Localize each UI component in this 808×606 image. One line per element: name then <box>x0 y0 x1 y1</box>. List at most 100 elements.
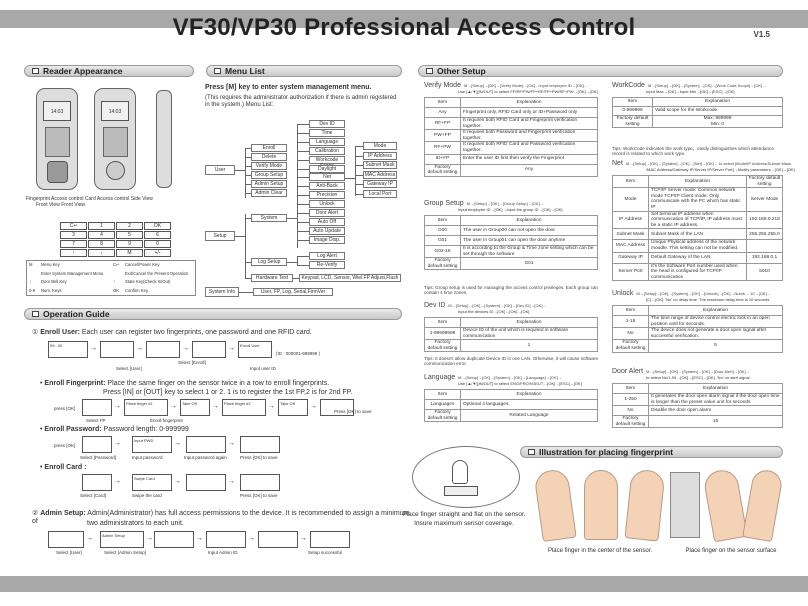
tree-connector <box>297 168 309 170</box>
tree-connector <box>245 148 251 149</box>
menu-system-item[interactable]: Unlock <box>309 200 345 209</box>
section-label-text: Verify Mode <box>424 82 461 89</box>
table-header: Explanation <box>648 383 783 394</box>
tree-connector <box>297 204 309 206</box>
caption-center: Place finger in the center of the sensor… <box>547 548 653 554</box>
menu-net-item[interactable]: Gateway IP <box>363 180 397 189</box>
table-cell: Mode <box>612 187 649 212</box>
lcd-screen: Take Off <box>278 399 308 416</box>
menu-user-item[interactable]: Group Setup <box>251 171 287 179</box>
finger-illustrations <box>528 466 784 546</box>
table-cell: Max: 999999 Min: 0 <box>652 114 783 129</box>
keypad-key: 9 <box>116 240 143 248</box>
lcd-screen <box>240 474 280 491</box>
menu-net-item[interactable]: Subnet Mask <box>363 161 397 170</box>
tree-connector <box>297 132 309 134</box>
menu-system-item[interactable]: Anti-Back <box>309 182 345 191</box>
device-screen: 14:03 <box>43 101 71 121</box>
menu-user-item[interactable]: Admin Setup <box>251 180 287 188</box>
section-label-text: Language <box>424 374 456 381</box>
flow-caption: Select [Password] <box>80 455 117 460</box>
table-header: Explanation <box>460 97 598 108</box>
menu-net-item[interactable]: Mode <box>363 142 397 150</box>
lcd-text: Swipe Card <box>134 476 155 481</box>
menu-user-item[interactable]: Admin Clear <box>251 189 287 197</box>
section-path: M→[Setup]→[OK]→[System]→[OK]→[Net]→[OK]→… <box>625 161 792 166</box>
keypad-area <box>103 127 128 157</box>
legend-cell: Enter System Management Menu <box>41 270 104 276</box>
table-header: Explanation <box>460 215 598 226</box>
section-icon <box>426 68 433 74</box>
legend-cell: Exit/Cancel the Present Operation <box>125 270 189 276</box>
table-cell: Factory default setting <box>424 408 461 423</box>
card-reader-area <box>106 161 125 180</box>
menu-system-item[interactable]: Door Alert <box>309 209 345 217</box>
section-path-2: [C]→[OK]. 'No' no delay time. The maximu… <box>646 297 771 302</box>
menu-system-item[interactable]: Auto Update <box>309 226 345 235</box>
tree-connector <box>355 184 363 186</box>
table-cell: Default Gateway of the LAN <box>648 251 747 264</box>
table-cell: No <box>612 405 649 417</box>
section-label-text: Net <box>612 160 623 167</box>
table-cell: 0-999999 <box>612 106 653 116</box>
flow-caption: (ID : 000001-999999 ) <box>276 351 321 356</box>
menu-net-item[interactable]: Local Port <box>363 190 397 198</box>
menu-user-item[interactable]: Verify Mode <box>251 162 287 170</box>
flow-caption: Press [OK] to save <box>240 493 278 498</box>
tree-connector <box>245 148 246 198</box>
menu-system-item[interactable]: Daylight Saving <box>309 164 345 178</box>
tree-connector <box>245 214 246 278</box>
menu-user-item[interactable]: Enroll <box>251 144 287 152</box>
menu-system[interactable]: System <box>251 214 287 222</box>
keypad-key: 1 <box>88 222 115 230</box>
menu-system-item[interactable]: Net <box>309 173 345 182</box>
menu-hardware-test[interactable]: Hardware Test <box>251 274 293 282</box>
tree-connector <box>239 292 253 293</box>
menu-net-item[interactable]: IP Address <box>363 151 397 160</box>
menu-log-item[interactable]: Log Alert <box>309 252 345 260</box>
flow-arrow-icon: → <box>268 403 275 410</box>
tree-connector <box>297 221 309 223</box>
table-cell: It requires both RFID Card and Password … <box>460 141 598 155</box>
table-cell: Fingerprint only, RFID Card only or ID+P… <box>460 107 598 118</box>
menu-system-item[interactable]: Workcode Scope <box>309 155 345 169</box>
table-header: Item <box>424 97 461 108</box>
menu-net-item[interactable]: MAC Address <box>363 170 397 179</box>
lcd-screen <box>310 531 350 548</box>
menu-log-item[interactable]: Re-Verify <box>309 261 345 269</box>
section-header-other: Other Setup <box>418 65 783 77</box>
menu-system-item[interactable]: Precision <box>309 191 345 200</box>
section-path: M→[Setup]→[OK]→[Group Setup]→[OK]→ <box>466 201 544 206</box>
keypad-key: 6 <box>144 231 171 239</box>
lcd-text: Take Off <box>182 401 197 406</box>
menu-user-item[interactable]: Delete <box>251 153 287 161</box>
tree-connector <box>245 218 251 219</box>
menu-system-item[interactable]: Language <box>309 137 345 146</box>
flow-arrow-icon: → <box>182 345 189 352</box>
tree-connector <box>355 165 363 167</box>
flow-caption: Input password <box>132 455 163 460</box>
table-cell: 5010 <box>746 262 783 282</box>
menu-system-info[interactable]: System Info <box>205 287 239 297</box>
flow-arrow-icon: → <box>228 345 235 352</box>
menu-system-item[interactable]: Image Disp. <box>309 235 345 244</box>
device-screen: 14:03 <box>101 101 129 121</box>
finger-4-icon <box>702 467 748 543</box>
menu-system-item[interactable]: Auto Off <box>309 217 345 226</box>
menu-setup[interactable]: Setup <box>205 231 235 241</box>
menu-log-setup[interactable]: Log Setup <box>251 258 287 266</box>
table-cell: The time range of device control electri… <box>648 314 783 329</box>
legend-cell: State Key(Check In/Out) <box>125 279 171 284</box>
table-cell: G02-16 <box>424 244 461 259</box>
menu-system-item[interactable]: Time <box>309 128 345 137</box>
menu-system-item[interactable]: Dev ID <box>309 120 345 128</box>
menu-system-item[interactable]: Calibration <box>309 146 345 155</box>
menu-user[interactable]: User <box>205 165 235 175</box>
tree-connector <box>297 265 309 266</box>
